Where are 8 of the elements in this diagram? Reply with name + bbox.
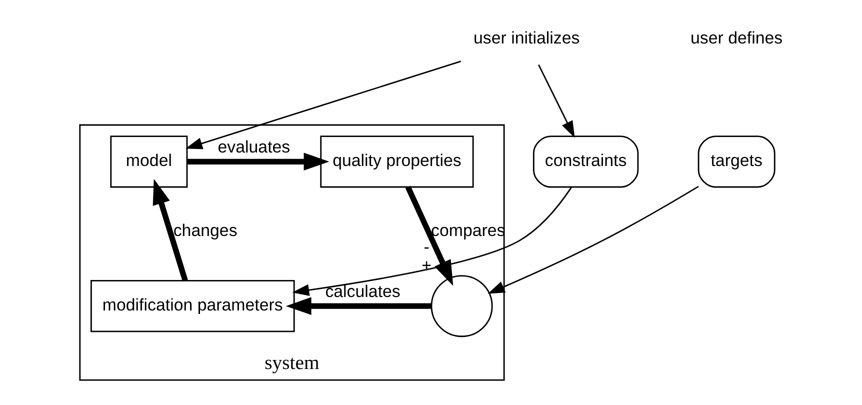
edge-label: changes bbox=[172, 220, 237, 240]
label: user defines bbox=[690, 28, 782, 48]
edge-label: evaluates bbox=[217, 138, 290, 157]
node-label: - bbox=[423, 238, 429, 257]
node-text: user initializes bbox=[473, 28, 580, 48]
node-label: + bbox=[421, 256, 432, 275]
edge-label: compares bbox=[430, 220, 505, 240]
edge-label: calculates bbox=[324, 282, 400, 302]
